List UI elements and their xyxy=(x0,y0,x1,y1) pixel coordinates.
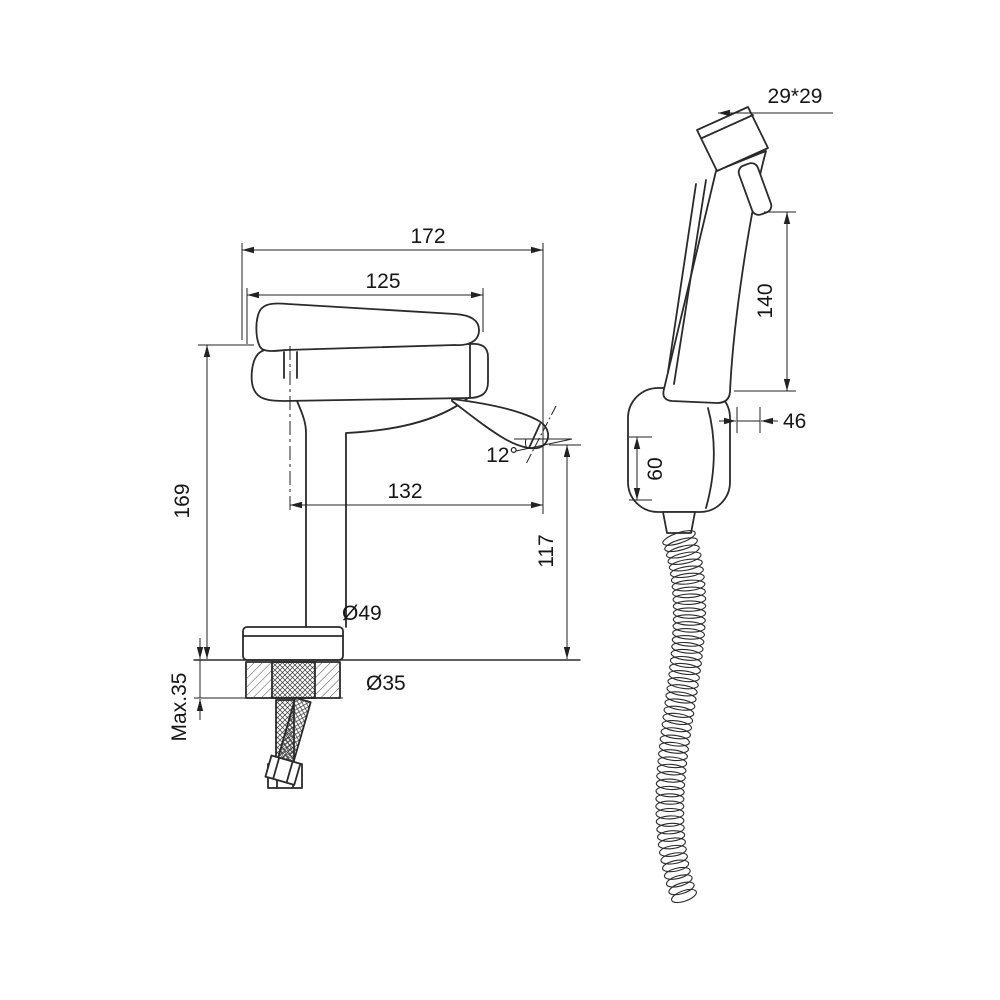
base-flange xyxy=(242,626,344,661)
mounting-washer xyxy=(245,661,341,699)
dim-spout-angle: 12° xyxy=(486,444,518,467)
basin-faucet xyxy=(193,302,581,789)
hose-connector xyxy=(662,511,696,534)
dim-mounting-hole: Ø35 xyxy=(366,672,406,695)
drawing-objects xyxy=(193,106,773,904)
faucet-body xyxy=(250,342,489,402)
dim-handle-length: 125 xyxy=(365,270,400,293)
sprayer-trigger xyxy=(737,162,773,216)
supply-connections xyxy=(264,696,312,789)
dim-head-section: 29*29 xyxy=(768,85,823,108)
dim-base-diameter: Ø49 xyxy=(342,602,382,625)
dim-body-height: 169 xyxy=(171,483,194,518)
dim-spout-height: 117 xyxy=(535,534,558,567)
dim-bracket-depth: 46 xyxy=(783,410,806,433)
dimension-lines xyxy=(194,109,833,720)
shower-hose-coil xyxy=(655,530,707,904)
spout-outlet xyxy=(451,398,550,450)
faucet-handle xyxy=(255,302,480,352)
dim-spout-reach: 132 xyxy=(387,480,422,503)
sprayer-body xyxy=(662,150,767,404)
hand-shower-bracket xyxy=(627,387,731,513)
dim-max-deck-thickness: Max.35 xyxy=(168,673,191,742)
dim-bracket-height: 60 xyxy=(644,457,667,480)
sprayer-head xyxy=(696,106,769,172)
hand-shower-sprayer xyxy=(662,106,773,404)
dim-total-width: 172 xyxy=(410,225,445,248)
dim-sprayer-length: 140 xyxy=(754,283,777,318)
dimension-labels: 172 125 169 132 12° 117 Ø49 Ø35 Max.35 2… xyxy=(168,85,822,741)
